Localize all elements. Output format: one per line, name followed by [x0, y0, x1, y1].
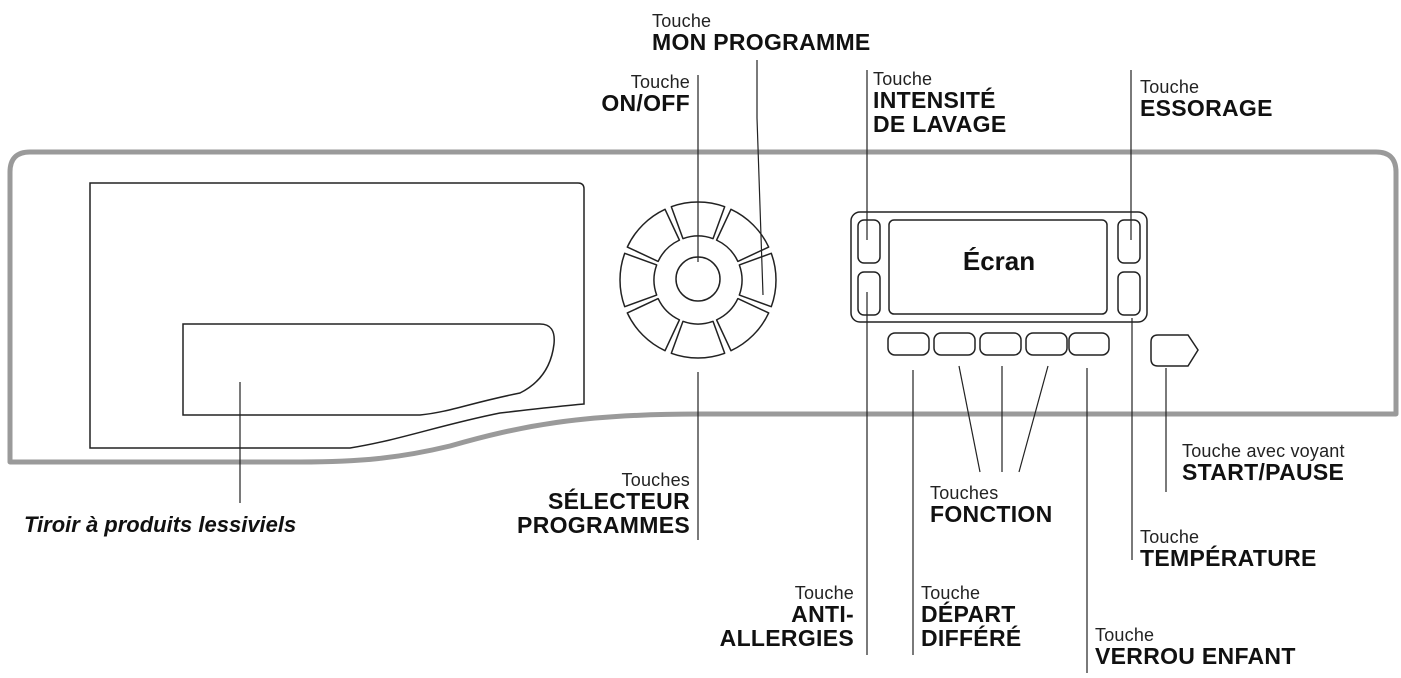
drawer-handle: [182, 323, 555, 416]
label-child-lock: Touche VERROU ENFANT: [1095, 625, 1296, 669]
program-key-5[interactable]: [670, 320, 726, 359]
program-key-8[interactable]: [626, 208, 681, 263]
leader-lines: [239, 60, 1167, 673]
label-program-selector: Touches SÉLECTEUR PROGRAMMES: [517, 470, 690, 538]
child-lock-key[interactable]: [1068, 332, 1110, 356]
program-key-1[interactable]: [670, 201, 726, 240]
label-on-off: Touche ON/OFF: [601, 72, 690, 116]
display-frame: [850, 211, 1148, 323]
delayed-start-key[interactable]: [887, 332, 930, 356]
start-pause-key[interactable]: [1150, 334, 1199, 367]
label-delayed-start: Touche DÉPART DIFFÉRÉ: [921, 583, 1022, 651]
label-temperature: Touche TEMPÉRATURE: [1140, 527, 1317, 571]
label-wash-intensity: Touche INTENSITÉ DE LAVAGE: [873, 69, 1007, 137]
display-screen-label: Écran: [962, 246, 1036, 276]
label-start-pause: Touche avec voyant START/PAUSE: [1182, 441, 1345, 485]
label-detergent-drawer: Tiroir à produits lessiviels: [24, 512, 297, 537]
function-key-3[interactable]: [1025, 332, 1068, 356]
on-off-key[interactable]: [675, 256, 721, 302]
program-selector-keys: [619, 201, 777, 359]
intensity-key[interactable]: [857, 219, 881, 264]
anti-allergy-key[interactable]: [857, 271, 881, 316]
temperature-key[interactable]: [1117, 271, 1141, 316]
spin-key[interactable]: [1117, 219, 1141, 264]
label-my-program: Touche MON PROGRAMME: [652, 11, 871, 55]
function-key-2[interactable]: [979, 332, 1022, 356]
program-key-6[interactable]: [626, 297, 681, 352]
program-key-7[interactable]: [619, 252, 658, 308]
label-anti-allergy: Touche ANTI- ALLERGIES: [719, 583, 854, 651]
program-key-2[interactable]: [715, 208, 770, 263]
function-key-1[interactable]: [933, 332, 976, 356]
panel-outline: [7, 149, 1399, 465]
program-key-4[interactable]: [715, 297, 770, 352]
label-function-keys: Touches FONCTION: [930, 483, 1053, 527]
label-spin: Touche ESSORAGE: [1140, 77, 1273, 121]
program-key-3[interactable]: [738, 252, 777, 308]
detergent-drawer: [89, 182, 585, 449]
display-screen: [888, 219, 1108, 315]
